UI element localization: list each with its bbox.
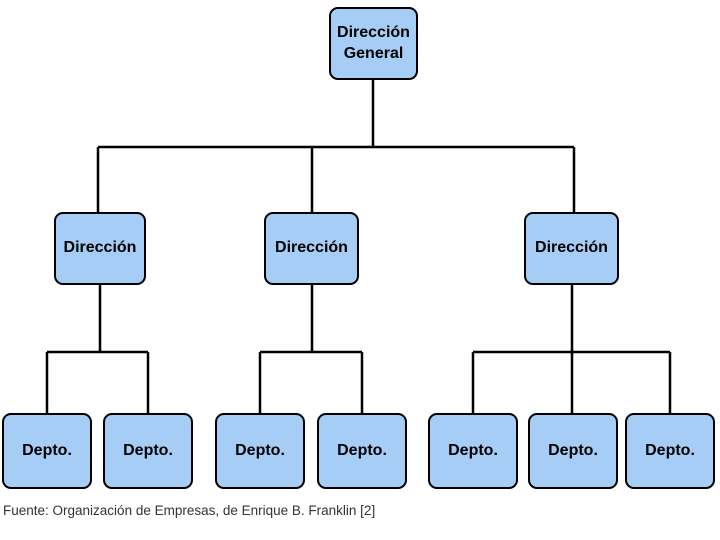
- org-node-depto-1: Depto.: [2, 413, 92, 489]
- org-node-direccion-1: Dirección: [54, 212, 146, 285]
- org-node-direccion-general: Dirección General: [329, 7, 418, 80]
- org-node-depto-3: Depto.: [215, 413, 305, 489]
- org-node-depto-4: Depto.: [317, 413, 407, 489]
- org-node-depto-5: Depto.: [428, 413, 518, 489]
- org-node-direccion-2: Dirección: [264, 212, 359, 285]
- org-node-depto-7: Depto.: [625, 413, 715, 489]
- org-node-depto-2: Depto.: [103, 413, 193, 489]
- org-node-direccion-3: Dirección: [524, 212, 619, 285]
- org-node-depto-6: Depto.: [528, 413, 618, 489]
- source-citation: Fuente: Organización de Empresas, de Enr…: [3, 503, 376, 518]
